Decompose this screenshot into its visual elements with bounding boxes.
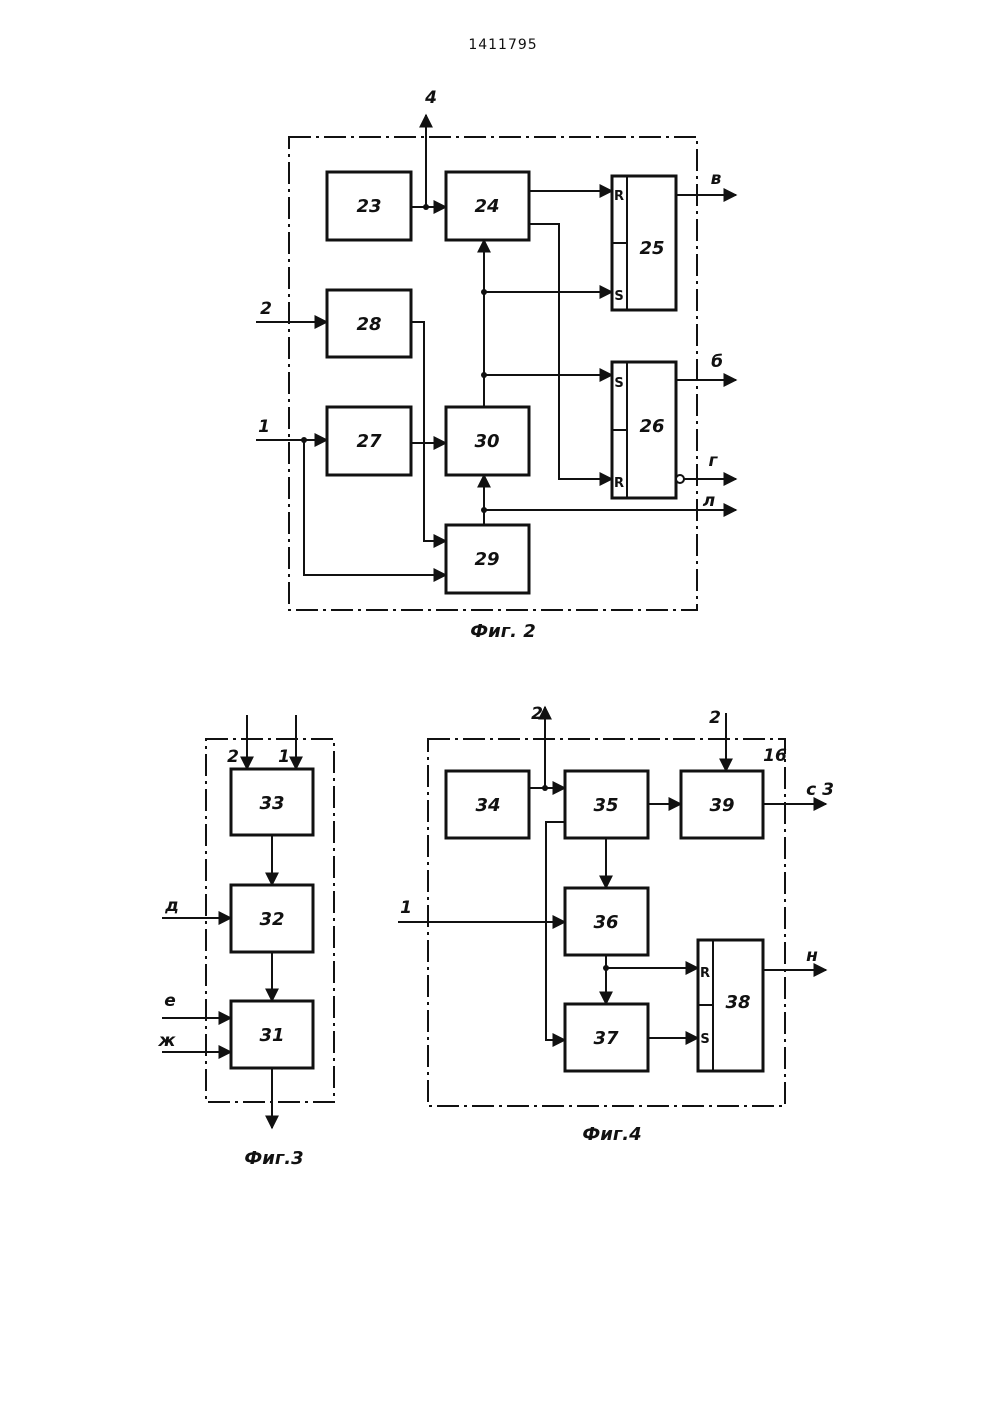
figure-4: 16 34 35 39 36 37 R S 38 2 2 с 3 1 [398, 704, 834, 1145]
fig4-frame-label: 16 [763, 746, 787, 766]
input-2-label: 2 [260, 299, 272, 319]
fig4-caption: Фиг.4 [582, 1124, 641, 1145]
output-g-label: г [709, 451, 719, 471]
trigger-26-s-pin: S [614, 376, 623, 391]
output-b-label: б [711, 352, 723, 372]
block-33-label: 33 [259, 793, 284, 814]
block-26-label: 26 [639, 416, 664, 437]
block-37-label: 37 [593, 1028, 619, 1049]
trigger-38-r-pin: R [700, 966, 710, 981]
fig3-input-1-label: 1 [278, 747, 290, 767]
trigger-25-r-pin: R [614, 189, 624, 204]
block-23-label: 23 [356, 196, 381, 217]
block-38-label: 38 [725, 992, 750, 1013]
inverted-output-bubble [676, 475, 684, 483]
output-c3-label: с 3 [806, 780, 834, 800]
block-27-label: 27 [356, 431, 382, 452]
figure-3: 33 32 31 2 1 д е ж Фиг.3 [158, 715, 334, 1169]
output-4-label: 4 [424, 88, 437, 108]
block-24-label: 24 [474, 196, 499, 217]
block-31-label: 31 [259, 1025, 284, 1046]
block-29-label: 29 [474, 549, 499, 570]
block-39-label: 39 [709, 795, 734, 816]
figure-2: 23 24 28 27 30 29 R S 25 S R 26 4 в [256, 88, 736, 642]
fig4-input-2-top-label: 2 [531, 704, 543, 724]
block-25-label: 25 [639, 238, 664, 259]
block-30-label: 30 [474, 431, 499, 452]
block-34-label: 34 [475, 795, 500, 816]
output-l-label: л [703, 491, 715, 511]
fig3-input-2-label: 2 [227, 747, 239, 767]
trigger-38-s-pin: S [700, 1032, 709, 1047]
fig3-caption: Фиг.3 [244, 1148, 303, 1169]
input-e-label: е [164, 991, 176, 1011]
fig4-input-1-label: 1 [400, 898, 412, 918]
block-28-label: 28 [356, 314, 381, 335]
block-35-label: 35 [593, 795, 618, 816]
block-32-label: 32 [259, 909, 284, 930]
output-v-label: в [711, 169, 722, 189]
trigger-25-s-pin: S [614, 289, 623, 304]
input-1-label: 1 [258, 417, 270, 437]
fig2-caption: Фиг. 2 [470, 621, 536, 642]
input-zh-label: ж [158, 1031, 177, 1051]
trigger-26-r-pin: R [614, 476, 624, 491]
fig4-input-2-right-label: 2 [709, 708, 721, 728]
block-36-label: 36 [593, 912, 618, 933]
output-n-label: н [806, 946, 818, 966]
input-d-label: д [164, 896, 179, 916]
document-number: 1411795 [468, 37, 537, 53]
